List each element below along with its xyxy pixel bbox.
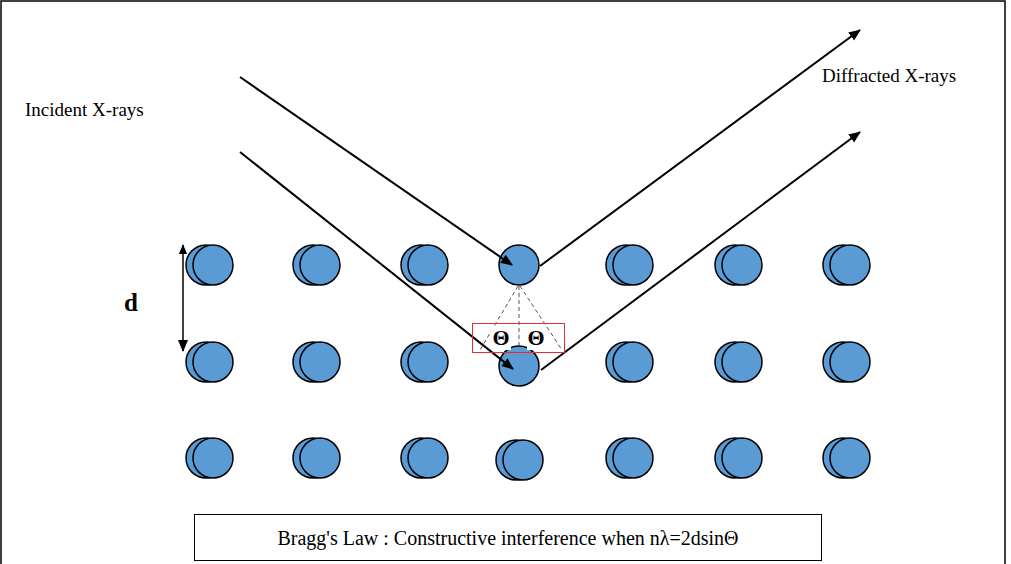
atom [499,346,539,386]
atom [830,438,870,478]
law-box: Bragg's Law : Constructive interference … [194,514,822,561]
atom [193,438,233,478]
atom [613,245,653,285]
diffracted-label: Diffracted X-rays [822,65,956,87]
incident-label: Incident X-rays [25,99,144,121]
atom [613,438,653,478]
atom [300,342,340,382]
dashed-guide [480,286,518,350]
atom [830,342,870,382]
atom [300,438,340,478]
atom [722,342,762,382]
atom [722,245,762,285]
atom [499,245,539,285]
diffracted-ray [540,30,860,266]
diffracted-ray [541,132,860,370]
atom [722,438,762,478]
atom [830,245,870,285]
node-text: Θ [491,326,510,350]
xray-beams [240,30,860,370]
atom [503,440,543,480]
incident-ray [240,77,512,265]
node-text: Θ [527,326,546,350]
dashed-guide [519,286,520,345]
atom [193,342,233,382]
atom [193,245,233,285]
dashed-guide [520,286,562,350]
atom [408,438,448,478]
atom [300,245,340,285]
atom-lattice [186,245,870,480]
spacing-arrow [182,245,184,351]
angle-box: ΘΘ [472,323,565,353]
atom [408,245,448,285]
spacing-label: d [124,289,138,317]
atom [613,342,653,382]
atom [408,342,448,382]
angle-guides [480,286,562,350]
node-text: Bragg's Law : Constructive interference … [276,527,739,549]
